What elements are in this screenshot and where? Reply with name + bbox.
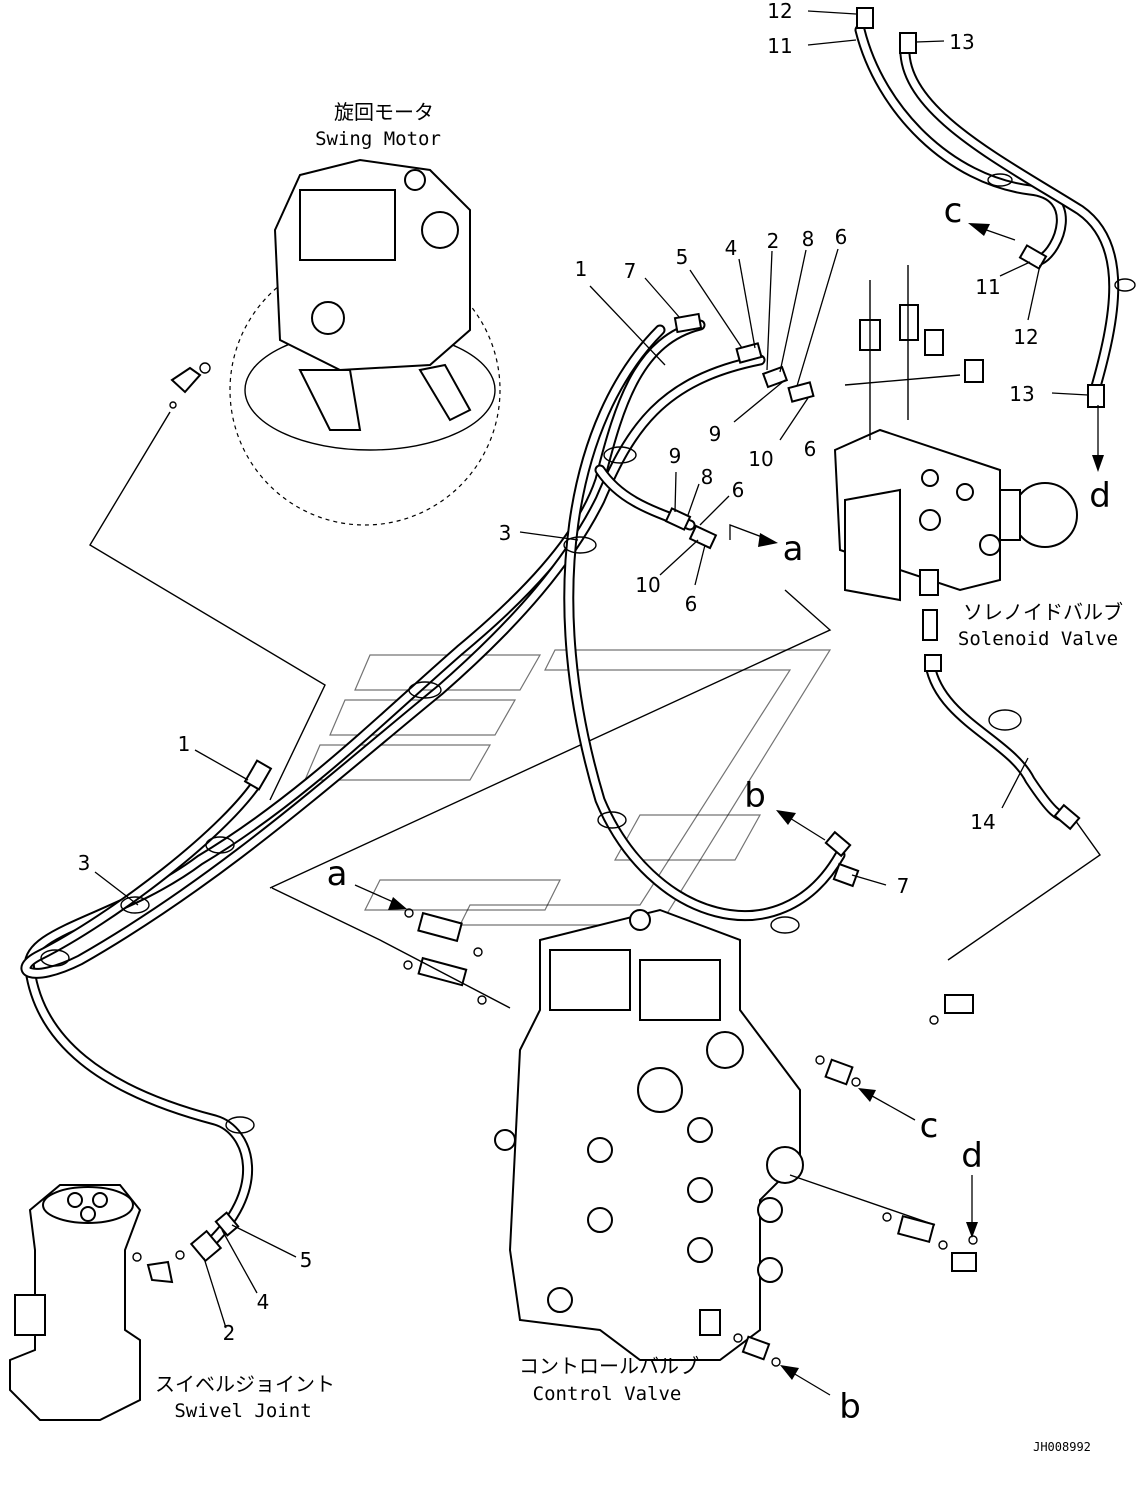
callout-5-low: 5: [300, 1248, 313, 1272]
swing-motor-label-jp: 旋回モータ: [334, 100, 434, 124]
callout-4-top: 4: [725, 236, 738, 260]
callout-1-left: 1: [178, 732, 191, 756]
marker-b-low: b: [839, 1387, 861, 1427]
control-valve: コントロールバルブ Control Valve: [494, 908, 804, 1405]
swivel-fitting: [146, 1260, 174, 1284]
callout-10-mid: 10: [748, 447, 773, 471]
callout-6-branch-low: 6: [685, 592, 698, 616]
callout-5-top: 5: [676, 245, 689, 269]
solenoid-valve-label-en: Solenoid Valve: [958, 628, 1118, 650]
swing-motor-fitting: [170, 366, 202, 394]
solenoid-valve: ソレノイドバルブ Solenoid Valve: [833, 304, 1123, 650]
callout-2-low: 2: [223, 1321, 236, 1345]
callout-10-branch: 10: [635, 573, 660, 597]
hose-clamps: [40, 173, 1136, 1134]
swivel-joint-label-jp: スイベルジョイント: [155, 1372, 335, 1396]
leader-lines: [94, 10, 1089, 1329]
callout-8-top: 8: [802, 227, 815, 251]
marker-a-top: a: [783, 529, 804, 569]
hose-fittings: [189, 7, 1105, 1263]
connection-letters: c d a b a c d b: [327, 191, 1111, 1427]
marker-c-top: c: [944, 191, 963, 231]
hose-bundle: [20, 24, 1120, 1254]
drawing-code: JH008992: [1033, 1440, 1091, 1454]
cv-fitting-d: [896, 1214, 936, 1244]
swing-motor-label-en: Swing Motor: [315, 128, 441, 150]
callout-9-mid: 9: [709, 422, 722, 446]
callout-12-top: 12: [767, 0, 792, 23]
swivel-joint: スイベルジョイント Swivel Joint: [9, 1184, 335, 1422]
callout-11-right: 11: [975, 275, 1000, 299]
marker-a-low: a: [327, 854, 348, 894]
connection-arrows: [354, 223, 1104, 1396]
callout-3-mid: 3: [499, 521, 512, 545]
swivel-joint-label-en: Swivel Joint: [174, 1400, 311, 1422]
marker-d-top: d: [1089, 476, 1111, 516]
watermark-logo: [304, 649, 832, 926]
callout-7-top: 7: [624, 259, 637, 283]
callout-6-top: 6: [835, 225, 848, 249]
callout-8-branch: 8: [701, 465, 714, 489]
cv-fitting-d2: [951, 1252, 977, 1272]
marker-d-low: d: [961, 1136, 983, 1176]
callout-13-top: 13: [949, 30, 974, 54]
callout-6-branch: 6: [732, 478, 745, 502]
callout-4-low: 4: [257, 1290, 270, 1314]
cv-fitting-b: [741, 1335, 771, 1361]
cv-fitting-14: [944, 994, 974, 1014]
control-valve-label-en: Control Valve: [533, 1383, 682, 1405]
callout-14: 14: [970, 810, 995, 834]
callout-3-left: 3: [78, 851, 91, 875]
marker-c-low: c: [920, 1106, 939, 1146]
callout-9-branch: 9: [669, 444, 682, 468]
marker-b-top: b: [744, 776, 766, 816]
swing-motor: 旋回モータ Swing Motor: [229, 100, 501, 526]
cv-fitting-a: [417, 911, 463, 943]
callout-12-right: 12: [1013, 325, 1038, 349]
solenoid-valve-label-jp: ソレノイドバルブ: [963, 600, 1123, 624]
callout-6-mid: 6: [804, 437, 817, 461]
callout-labels: 12 11 13 11 12 13 7 5 4 2 8 6 1 9 10 6 9…: [78, 0, 1039, 1345]
callout-1-top: 1: [575, 257, 588, 281]
cv-fitting-c: [824, 1058, 854, 1086]
callout-2-top: 2: [767, 229, 780, 253]
callout-11-top: 11: [767, 34, 792, 58]
callout-13-right: 13: [1009, 382, 1034, 406]
callout-7-low: 7: [897, 874, 910, 898]
control-valve-label-jp: コントロールバルブ: [519, 1354, 699, 1378]
